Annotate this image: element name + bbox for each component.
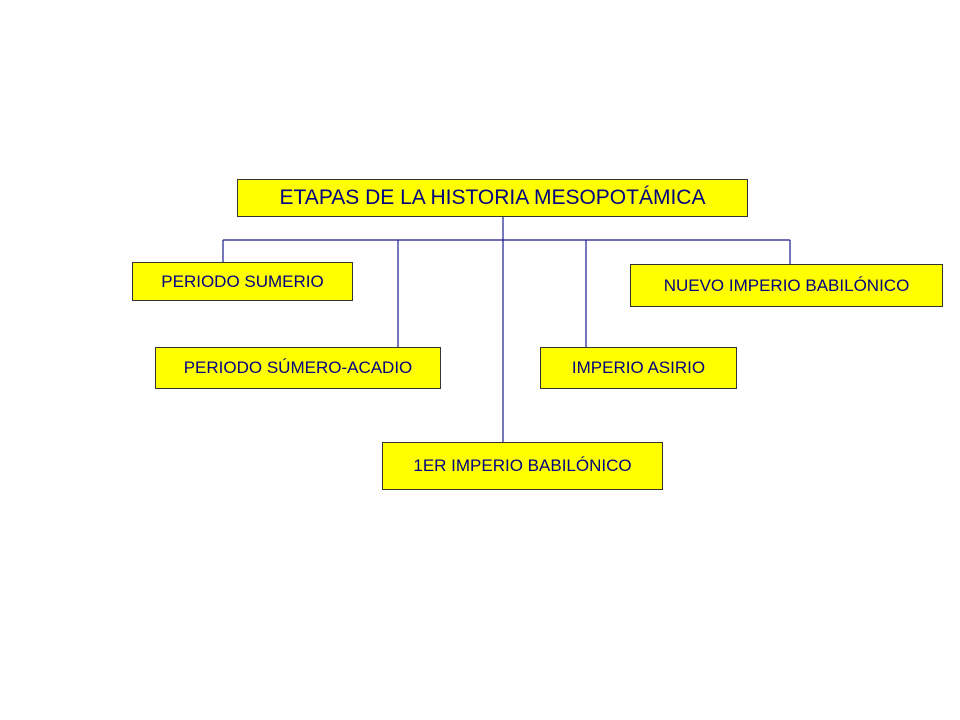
node-nuevo-imperio-babilonico: NUEVO IMPERIO BABILÓNICO [630,264,943,307]
node-imperio-asirio: IMPERIO ASIRIO [540,347,737,389]
root-node-etapas: ETAPAS DE LA HISTORIA MESOPOTÁMICA [237,179,748,217]
node-periodo-sumerio: PERIODO SUMERIO [132,262,353,301]
node-periodo-sumero-acadio: PERIODO SÚMERO-ACADIO [155,347,441,389]
node-primer-imperio-babilonico: 1ER IMPERIO BABILÓNICO [382,442,663,490]
